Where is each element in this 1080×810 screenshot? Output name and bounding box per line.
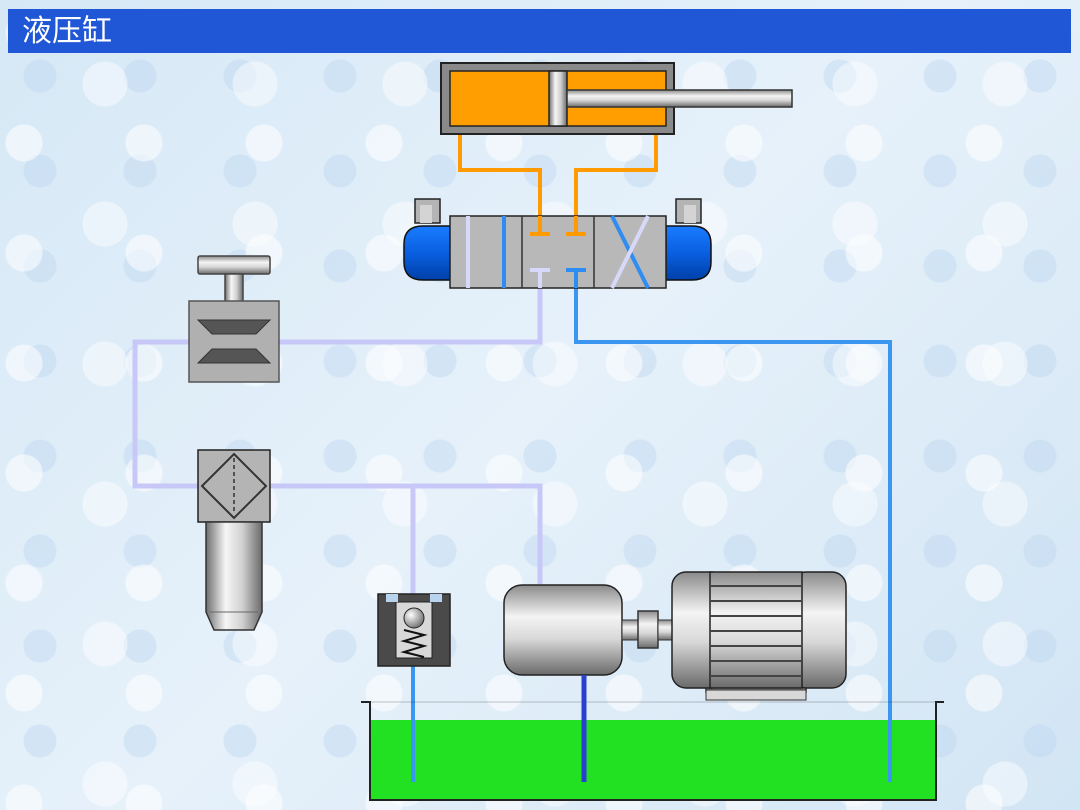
check-valve: [377, 593, 451, 667]
check-valve-ball: [403, 607, 425, 629]
hydraulic-cylinder: [440, 62, 793, 135]
valve-to-relief-line: [132, 270, 543, 489]
hydraulic-pump: [503, 584, 641, 676]
cylinder-port-b-line: [574, 125, 658, 234]
light-return-lines: [132, 270, 543, 604]
directional-control-valve: [403, 198, 712, 289]
valve-to-tank-return-line: [574, 270, 892, 782]
throttle-valve: [188, 255, 280, 383]
oil-tank: [361, 701, 944, 801]
left-solenoid: [403, 198, 451, 281]
relief-valve: [197, 449, 271, 631]
filter-to-pump-line: [270, 483, 543, 584]
pressure-lines: [458, 125, 658, 234]
blue-return-lines: [411, 270, 892, 782]
electric-motor: [671, 571, 847, 701]
cylinder-piston: [548, 70, 568, 127]
right-solenoid: [665, 198, 712, 281]
title-bar: 液压缸: [8, 9, 1071, 53]
check-valve-spring: [400, 629, 428, 658]
shaft-coupling: [637, 610, 673, 649]
page-title: 液压缸: [22, 14, 112, 49]
cylinder-piston-rod: [566, 89, 793, 108]
cylinder-port-a-line: [458, 125, 542, 234]
tank-oil: [370, 720, 936, 800]
center-envelope-blocked-ports: [530, 216, 586, 288]
